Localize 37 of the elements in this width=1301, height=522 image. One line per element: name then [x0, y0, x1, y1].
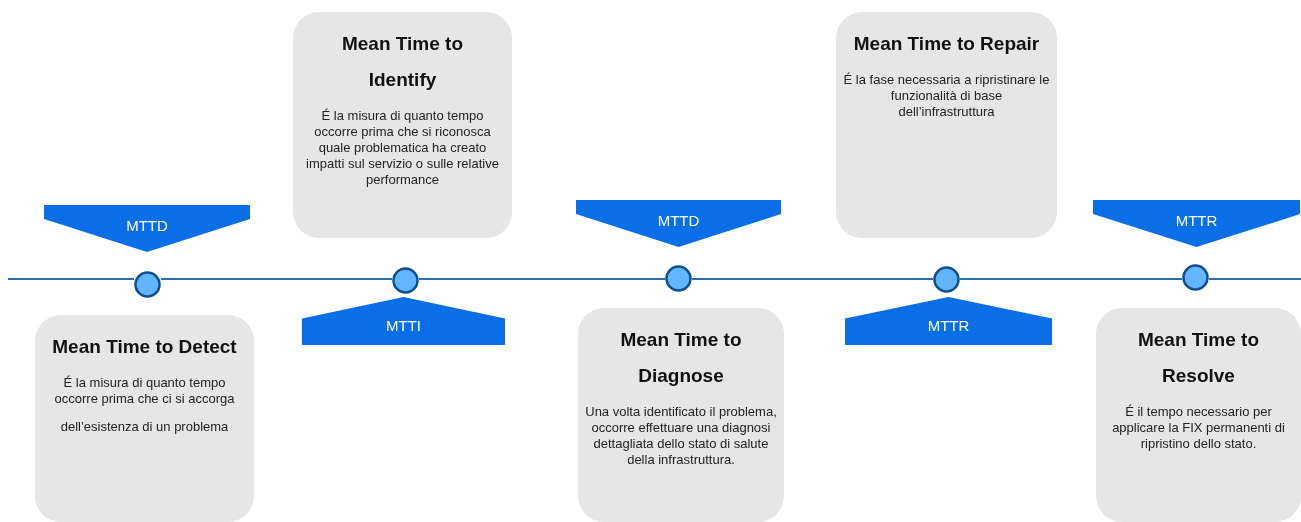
- info-card: [293, 12, 512, 238]
- timeline-line: [691, 278, 934, 280]
- info-card: [836, 12, 1057, 238]
- card-heading: Mean Time to Detect: [51, 335, 238, 359]
- tag-label: MTTI: [385, 317, 422, 334]
- card-description: É il tempo necessario per applicare la FIX permanenti di ripristino dello stato.: [1111, 404, 1286, 452]
- timeline-dot: [933, 266, 960, 293]
- timeline-line: [160, 278, 393, 280]
- card-heading: Mean Time to Resolve: [1136, 328, 1261, 388]
- card-description: É la misura di quanto tempo occorre prima che ci si accorga: [53, 375, 236, 407]
- timeline-line: [1208, 278, 1301, 280]
- tag-label: MTTD: [656, 212, 701, 229]
- card-heading: Mean Time to Diagnose: [619, 328, 743, 388]
- card-description: É la misura di quanto tempo occorre prima che si riconosca quale problematica ha creato impatti sul servizio o sulle relative performance: [305, 108, 500, 188]
- timeline-line: [959, 278, 1183, 280]
- timeline-dot: [665, 265, 692, 292]
- timeline-dot: [392, 267, 419, 294]
- pentagon-tag: [576, 200, 781, 247]
- timeline-dot: [1182, 264, 1209, 291]
- info-card: [1096, 308, 1301, 522]
- card-description: dell’esistenza di un problema: [59, 419, 230, 435]
- tag-label: MTTD: [125, 217, 169, 234]
- timeline-line: [418, 278, 666, 280]
- info-card: [35, 315, 254, 522]
- card-description: É la fase necessaria a ripristinare le funzionalità di base dell’infrastruttura: [842, 72, 1051, 120]
- info-card: [578, 308, 784, 522]
- card-description: Una volta identificato il problema, occorre effettuare una diagnosi dettagliata dello stato di salute della infrastruttura.: [584, 404, 778, 468]
- tag-label: MTTR: [1174, 212, 1219, 229]
- timeline-dot: [134, 271, 161, 298]
- pentagon-tag: [44, 205, 250, 252]
- pentagon-tag: [302, 297, 505, 345]
- card-heading: Mean Time to Identify: [340, 32, 465, 92]
- timeline-line: [7, 278, 135, 280]
- pentagon-tag: [845, 297, 1052, 345]
- card-heading: Mean Time to Repair: [852, 32, 1041, 56]
- tag-label: MTTR: [926, 317, 971, 334]
- pentagon-tag: [1093, 200, 1300, 247]
